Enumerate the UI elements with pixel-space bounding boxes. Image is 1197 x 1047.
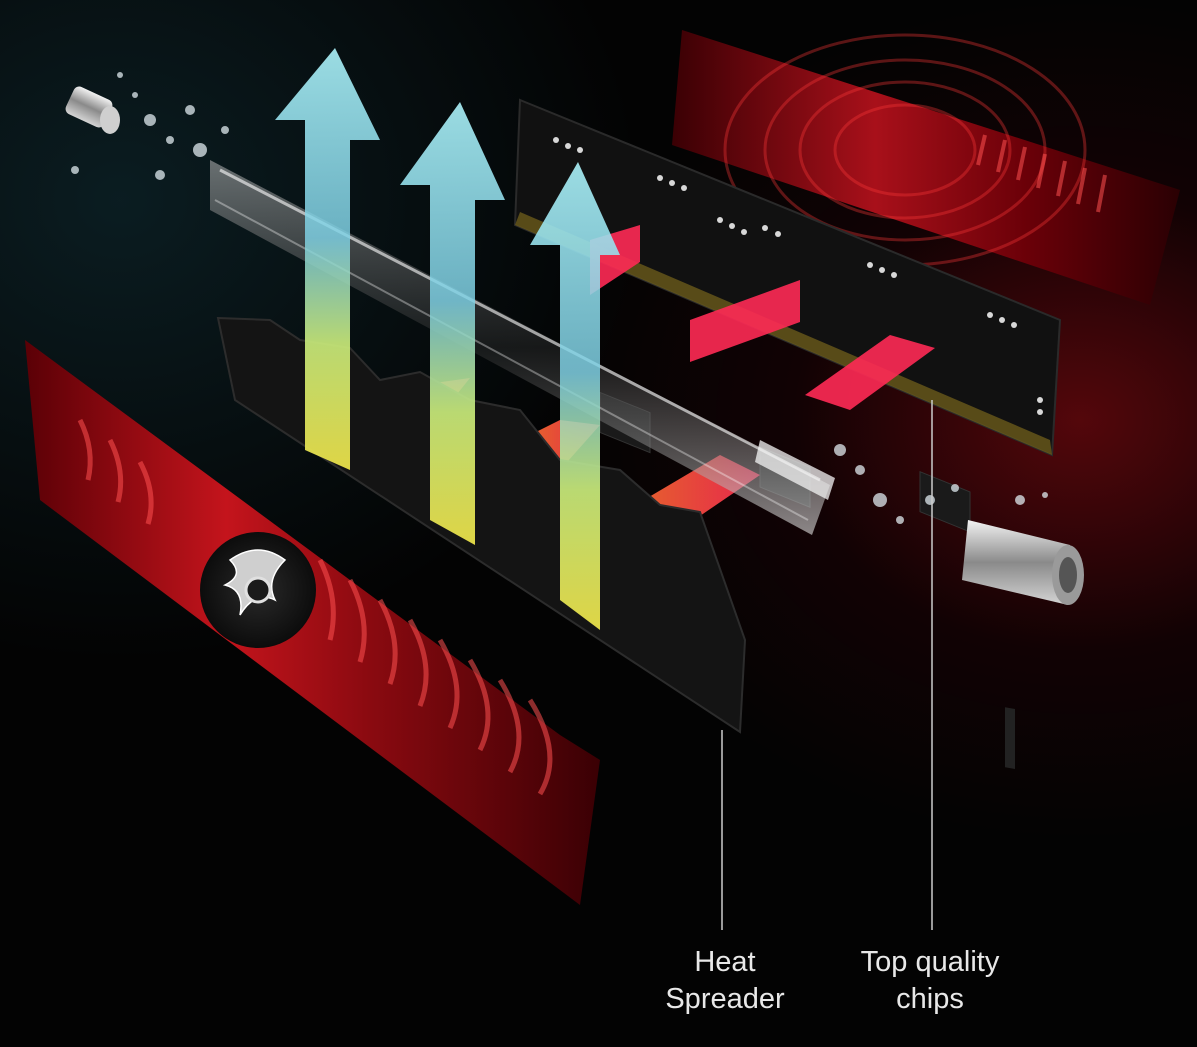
heat-arrow-1 bbox=[275, 48, 380, 470]
end-cap-left bbox=[65, 86, 120, 134]
chips-label-line1: Top quality bbox=[860, 946, 1000, 978]
heat-spreader-label: Heat Spreader bbox=[640, 944, 810, 1018]
chips-label: Top quality chips bbox=[840, 944, 1020, 1018]
heat-arrow-3 bbox=[530, 162, 620, 630]
heat-spreader-label-line2: Spreader bbox=[665, 983, 785, 1015]
chips-label-line2: chips bbox=[896, 983, 964, 1015]
heat-arrow-2 bbox=[400, 102, 505, 545]
water-splash-left bbox=[71, 72, 229, 180]
heat-spreader-label-line1: Heat bbox=[694, 946, 756, 978]
heat-flow-arrows bbox=[275, 48, 620, 630]
water-splash-right bbox=[834, 444, 1048, 524]
xpg-tribal-swirl-logo bbox=[200, 532, 316, 648]
end-cap-right bbox=[962, 520, 1084, 769]
bottom-red-shell bbox=[25, 340, 600, 905]
